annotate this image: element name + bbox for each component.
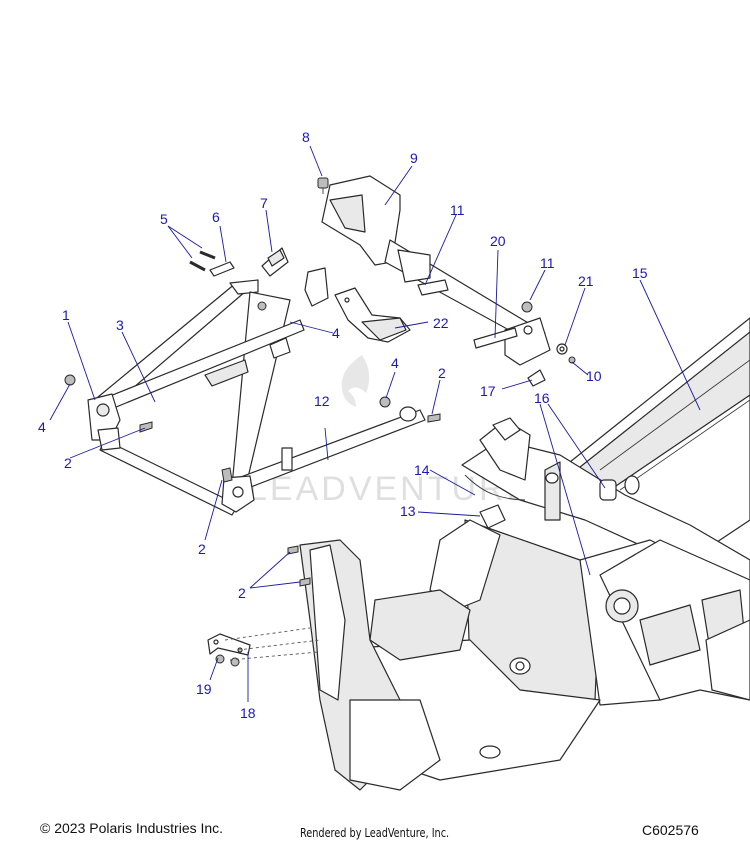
callout-11: 11 [450, 202, 465, 218]
callout-8: 8 [302, 129, 310, 145]
fasteners-19[interactable] [215, 654, 240, 667]
callout-19: 19 [196, 681, 212, 697]
callout-4: 4 [332, 325, 340, 341]
callout-15: 15 [632, 265, 648, 281]
leader-lines [49, 145, 701, 702]
callout-18: 18 [240, 705, 256, 721]
nut-4-left[interactable] [64, 374, 76, 386]
screw-10[interactable] [568, 356, 576, 364]
callout-21: 21 [578, 273, 594, 289]
callout-labels: 1 2 2 2 2 3 4 4 4 5 6 7 8 9 10 11 11 12 … [38, 129, 648, 721]
callout-2: 2 [238, 585, 246, 601]
callout-1: 1 [62, 307, 70, 323]
clip-17[interactable] [527, 369, 546, 387]
bolt-2-right[interactable] [427, 413, 441, 423]
callout-2: 2 [64, 455, 72, 471]
callout-20: 20 [490, 233, 506, 249]
callout-3: 3 [116, 317, 124, 333]
bracket-small[interactable] [304, 267, 329, 307]
nut-4-top[interactable] [257, 301, 267, 311]
bracket-22[interactable] [334, 287, 411, 343]
callout-9: 9 [410, 150, 418, 166]
diagram-code: C602576 [642, 822, 699, 838]
callout-5: 5 [160, 211, 168, 227]
steering-post[interactable] [321, 175, 551, 366]
rendered-by-credit: Rendered by LeadVenture, Inc. [300, 826, 450, 840]
bolt-2-lower[interactable] [221, 467, 233, 483]
rod-20[interactable] [473, 327, 518, 349]
chassis-bulkhead[interactable] [299, 417, 750, 791]
callout-4: 4 [38, 419, 46, 435]
callout-14: 14 [414, 462, 430, 478]
callout-2: 2 [438, 365, 446, 381]
callout-7: 7 [260, 195, 268, 211]
callout-4: 4 [391, 355, 399, 371]
washer-21[interactable] [556, 343, 568, 355]
callout-17: 17 [480, 383, 496, 399]
callout-10: 10 [586, 368, 602, 384]
nut-11[interactable] [521, 301, 533, 313]
harness-14[interactable] [464, 474, 526, 501]
dashed-guides [224, 627, 321, 661]
callout-11: 11 [540, 255, 555, 271]
clamp-7[interactable] [261, 247, 289, 277]
callout-13: 13 [400, 503, 416, 519]
callout-16: 16 [534, 390, 550, 406]
callout-12: 12 [314, 393, 330, 409]
nut-4-mid[interactable] [379, 396, 391, 408]
watermark-flame-icon [341, 355, 370, 407]
copyright-notice: © 2023 Polaris Industries Inc. [40, 820, 224, 836]
front-a-frame[interactable] [87, 279, 426, 516]
bolt-2-left[interactable] [139, 421, 153, 433]
bolts-5[interactable] [189, 250, 216, 272]
callout-6: 6 [212, 209, 220, 225]
callout-22: 22 [433, 315, 449, 331]
link-6[interactable] [209, 261, 235, 277]
callout-2: 2 [198, 541, 206, 557]
bolt-8[interactable] [317, 177, 329, 194]
connector-13[interactable] [479, 504, 506, 529]
bolts-2-front[interactable] [287, 545, 311, 587]
